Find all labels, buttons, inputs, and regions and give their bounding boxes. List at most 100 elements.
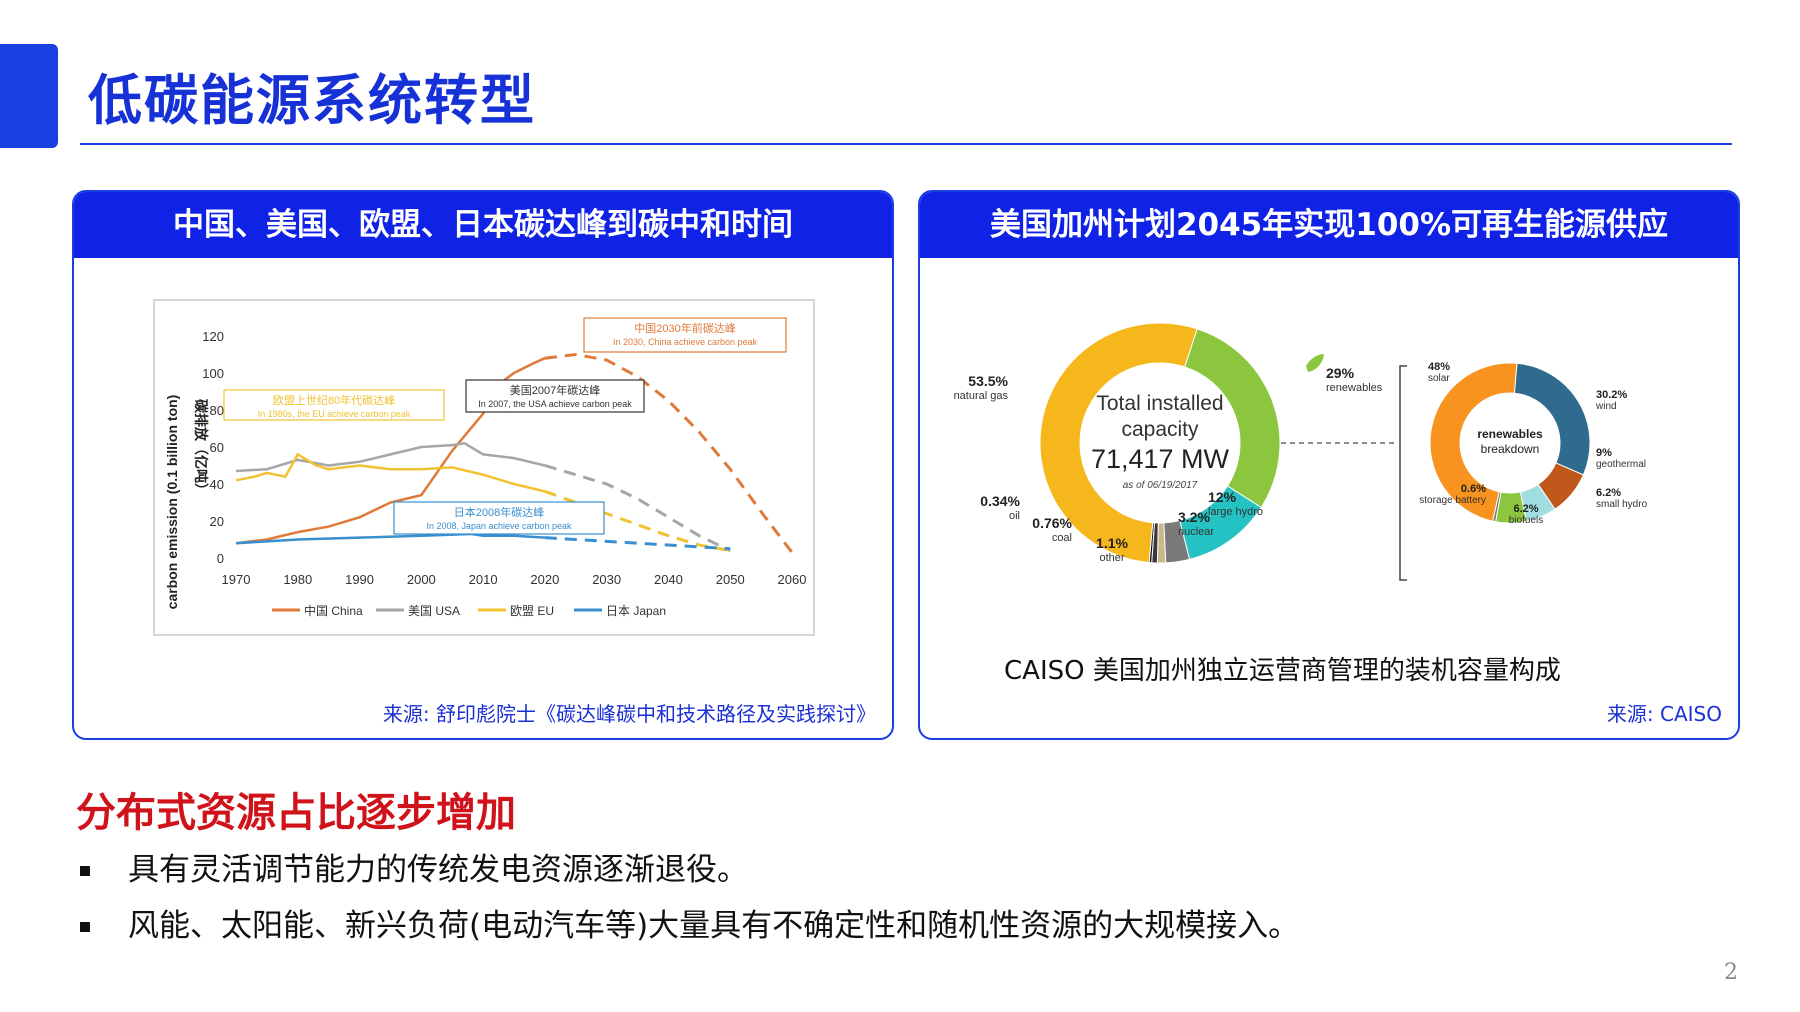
annotation-box: [583, 317, 787, 353]
y-axis-label-cn: 碳排放（亿吨）: [193, 399, 209, 497]
donut-center-date: as of 06/19/2017: [1123, 480, 1198, 491]
slice-pct-label: 29%: [1326, 365, 1355, 381]
caiso-caption: CAISO 美国加州独立运营商管理的装机容量构成: [1004, 656, 1561, 686]
slice-name-label: other: [1099, 552, 1124, 564]
bullet-item: 具有灵活调节能力的传统发电资源逐渐退役。: [76, 842, 1299, 898]
breakdown-name-label: wind: [1595, 401, 1617, 412]
series-line: [235, 357, 546, 545]
legend-label: 中国 China: [304, 603, 363, 618]
y-tick-label: 60: [210, 440, 224, 455]
page-number: 2: [1724, 960, 1738, 985]
y-tick-label: 120: [202, 329, 224, 344]
donut-center-value: 71,417 MW: [1091, 444, 1230, 474]
title-accent-bar: [0, 44, 58, 148]
leaf-icon: [1306, 354, 1324, 372]
x-tick-label: 2050: [716, 572, 745, 587]
donut-slice: [1184, 328, 1281, 509]
series-projection-line: [544, 352, 794, 554]
carbon-peak-panel-header: 中国、美国、欧盟、日本碳达峰到碳中和时间: [74, 192, 892, 258]
x-tick-label: 1980: [283, 572, 312, 587]
breakdown-pct-label: 6.2%: [1513, 503, 1538, 515]
title-divider: [80, 143, 1732, 145]
bullet-text: 具有灵活调节能力的传统发电资源逐渐退役。: [128, 852, 748, 888]
bullet-text: 风能、太阳能、新兴负荷(电动汽车等)大量具有不确定性和随机性资源的大规模接入。: [128, 908, 1300, 944]
x-tick-label: 2030: [592, 572, 621, 587]
slice-name-label: renewables: [1326, 382, 1383, 394]
bullet-item: 风能、太阳能、新兴负荷(电动汽车等)大量具有不确定性和随机性资源的大规模接入。: [76, 898, 1299, 954]
annotation-en: In 1980s, the EU achieve carbon peak: [258, 409, 411, 419]
donut-slice: [1156, 522, 1167, 564]
chart-frame: [153, 299, 815, 636]
breakdown-name-label: small hydro: [1596, 499, 1648, 510]
annotation-cn: 中国2030年前碳达峰: [634, 321, 735, 335]
series-line: [235, 532, 545, 545]
annotation-en: In 2008, Japan achieve carbon peak: [426, 521, 572, 531]
donut-center-title-2: capacity: [1121, 418, 1199, 441]
slice-name-label: natural gas: [954, 390, 1009, 402]
series-projection-line: [544, 489, 731, 553]
breakdown-pct-label: 48%: [1428, 361, 1450, 373]
x-tick-label: 2060: [778, 572, 807, 587]
donut-center-title-1: Total installed: [1096, 392, 1223, 415]
breakdown-pct-label: 6.2%: [1596, 487, 1621, 499]
annotation-cn: 欧盟上世纪80年代碳达峰: [273, 393, 395, 407]
annotation-box: [223, 389, 445, 421]
series-line: [235, 452, 546, 493]
slice-name-label: coal: [1052, 532, 1072, 544]
page-title: 低碳能源系统转型: [88, 69, 536, 132]
x-tick-label: 1970: [222, 572, 251, 587]
slice-pct-label: 12%: [1208, 489, 1237, 505]
legend-label: 欧盟 EU: [510, 604, 554, 618]
breakdown-pct-label: 9%: [1596, 447, 1612, 459]
annotation-en: In 2030, China achieve carbon peak: [613, 337, 758, 347]
slice-pct-label: 0.76%: [1032, 515, 1072, 531]
slice-pct-label: 1.1%: [1096, 535, 1128, 551]
breakdown-bracket: [1399, 365, 1407, 581]
bullet-list: 具有灵活调节能力的传统发电资源逐渐退役。 风能、太阳能、新兴负荷(电动汽车等)大…: [76, 842, 1299, 954]
series-projection-line: [544, 536, 731, 551]
annotation-cn: 美国2007年碳达峰: [510, 383, 600, 397]
slice-pct-label: 0.34%: [980, 493, 1020, 509]
breakdown-name-label: geothermal: [1596, 459, 1646, 470]
y-tick-label: 100: [202, 366, 224, 381]
x-tick-label: 2000: [407, 572, 436, 587]
breakdown-name-label: storage battery: [1419, 495, 1486, 506]
slice-pct-label: 3.2%: [1178, 509, 1210, 525]
donut-slice: [1513, 362, 1591, 476]
bullet-square-icon: [80, 866, 90, 876]
bullet-square-icon: [80, 922, 90, 932]
y-axis-label: carbon emission (0.1 billion ton): [164, 395, 180, 610]
breakdown-name-label: solar: [1428, 373, 1450, 384]
donut-slice: [1429, 362, 1518, 522]
slice-name-label: nuclear: [1178, 526, 1214, 538]
x-tick-label: 1990: [345, 572, 374, 587]
breakdown-name-label: biofuels: [1509, 515, 1543, 526]
legend-label: 日本 Japan: [606, 604, 666, 618]
caiso-panel: 美国加州计划2045年实现100%可再生能源供应 53.5%natural ga…: [918, 190, 1740, 740]
y-tick-label: 0: [217, 551, 224, 566]
breakdown-title-1: renewables: [1477, 427, 1543, 441]
annotation-box: [393, 501, 605, 535]
legend-label: 美国 USA: [408, 604, 460, 618]
breakdown-title-2: breakdown: [1481, 442, 1540, 456]
breakdown-pct-label: 0.6%: [1461, 483, 1486, 495]
slice-name-label: large hydro: [1208, 506, 1263, 518]
annotation-cn: 日本2008年碳达峰: [454, 505, 544, 519]
slice-pct-label: 53.5%: [968, 373, 1008, 389]
caiso-panel-header: 美国加州计划2045年实现100%可再生能源供应: [920, 192, 1738, 258]
annotation-en: In 2007, the USA achieve carbon peak: [478, 399, 632, 409]
left-source: 来源: 舒印彪院士《碳达峰碳中和技术路径及实践探讨》: [382, 702, 876, 726]
annotation-box: [465, 379, 645, 413]
series-projection-line: [544, 464, 731, 552]
y-tick-label: 20: [210, 514, 224, 529]
y-tick-label: 40: [210, 477, 224, 492]
x-tick-label: 2020: [530, 572, 559, 587]
x-tick-label: 2010: [469, 572, 498, 587]
donut-slice: [1039, 322, 1198, 564]
x-tick-label: 2040: [654, 572, 683, 587]
breakdown-pct-label: 30.2%: [1596, 389, 1627, 401]
slice-name-label: oil: [1009, 510, 1020, 522]
